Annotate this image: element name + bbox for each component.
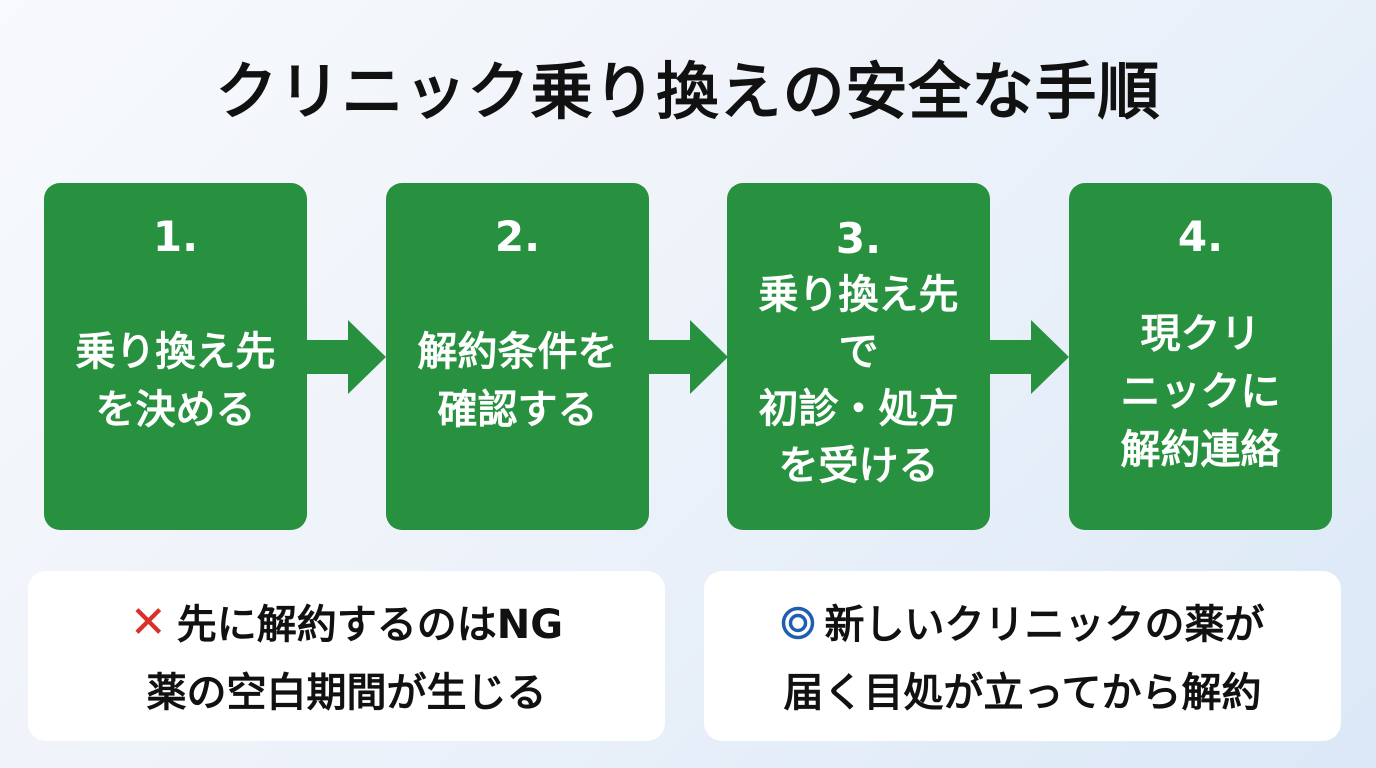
step-text: 現クリ ニックに 解約連絡 xyxy=(1120,311,1281,473)
step-text: 解約条件を 確認する xyxy=(417,329,618,433)
ok-note-card: 新しいクリニックの薬が 届く目処が立ってから解約 xyxy=(704,571,1341,741)
step-box-3: 3. 乗り換え先 で 初診・処方 を受ける xyxy=(727,183,990,530)
step-text: 乗り換え先 で 初診・処方 を受ける xyxy=(758,272,959,489)
page-title: クリニック乗り換えの安全な手順 xyxy=(215,55,1161,128)
ng-note-line1: 先に解約するのはNG xyxy=(176,602,564,648)
ok-note-line2: 届く目処が立ってから解約 xyxy=(783,670,1262,716)
ng-note-heading: ✕先に解約するのはNG xyxy=(28,597,665,653)
step-number: 4. xyxy=(1177,212,1224,261)
step-box-1: 1. 乗り換え先 を決める xyxy=(44,183,307,530)
right-arrow-icon xyxy=(648,320,728,394)
double-circle-icon xyxy=(781,606,814,640)
right-arrow-icon xyxy=(989,320,1069,394)
right-arrow-icon xyxy=(306,320,386,394)
step-box-4: 4. 現クリ ニックに 解約連絡 xyxy=(1069,183,1332,530)
ok-note-line1: 新しいクリニックの薬が xyxy=(824,602,1265,648)
ok-note-heading: 新しいクリニックの薬が xyxy=(704,597,1341,653)
step-number: 1. xyxy=(152,212,199,261)
step-text: 乗り換え先 を決める xyxy=(75,329,276,433)
step-number: 3. xyxy=(835,214,882,263)
ng-note-card: ✕先に解約するのはNG 薬の空白期間が生じる xyxy=(28,571,665,741)
step-number: 2. xyxy=(494,212,541,261)
ng-note-line2: 薬の空白期間が生じる xyxy=(146,670,547,716)
step-box-2: 2. 解約条件を 確認する xyxy=(386,183,649,530)
cross-mark-icon: ✕ xyxy=(129,597,167,648)
